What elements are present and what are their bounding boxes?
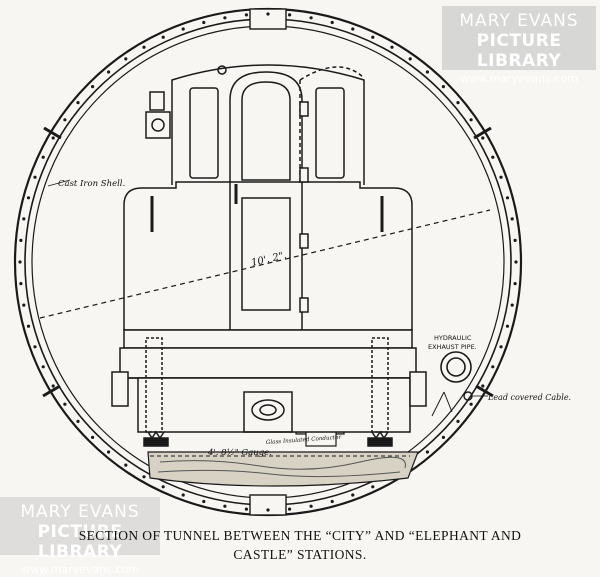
- rivet: [181, 27, 185, 31]
- rivet: [481, 136, 485, 140]
- rivet: [351, 27, 355, 31]
- rivet: [505, 324, 510, 328]
- label-gauge: 4'. 8½" Gauge.: [207, 447, 272, 458]
- rivet: [244, 507, 248, 511]
- rivet: [288, 13, 292, 17]
- rivet: [33, 175, 37, 179]
- rivet: [425, 70, 429, 74]
- watermark-line2: PICTURE LIBRARY: [476, 31, 562, 71]
- watermark-url: www.maryevans.com: [21, 563, 139, 576]
- rivet: [510, 303, 514, 307]
- rivet: [371, 35, 375, 39]
- rivet: [41, 365, 45, 369]
- rivet: [408, 57, 412, 61]
- rivet: [309, 16, 313, 20]
- rivet: [76, 101, 80, 105]
- label-lead-cable: Lead covered Cable.: [487, 393, 571, 402]
- rivet: [51, 136, 55, 140]
- caption-line2: CASTLE” STATIONS.: [233, 547, 367, 562]
- rivet: [124, 57, 128, 61]
- locomotive: [111, 64, 427, 447]
- rivet: [22, 217, 26, 221]
- rivet: [390, 45, 394, 49]
- rivet: [202, 499, 206, 504]
- label-exhaust-2: EXHAUST PIPE.: [428, 343, 477, 351]
- rivet: [371, 485, 375, 489]
- rivet: [513, 282, 517, 286]
- rivet: [223, 504, 227, 508]
- rivet: [266, 12, 270, 16]
- watermark-line1: MARY EVANS: [459, 11, 579, 31]
- rivet: [91, 85, 95, 89]
- rivet: [161, 485, 165, 489]
- rivet: [499, 175, 503, 179]
- rivet: [288, 507, 292, 511]
- rivet: [499, 345, 503, 349]
- rivet: [441, 85, 445, 89]
- rivet: [26, 324, 31, 328]
- rivet: [244, 13, 248, 17]
- rivet: [161, 35, 165, 39]
- rivet: [330, 499, 334, 504]
- rivet: [22, 303, 26, 307]
- label-exhaust-1: HYDRAULIC: [434, 334, 472, 342]
- rivet: [63, 402, 67, 406]
- watermark-top: MARY EVANS PICTURE LIBRARY www.maryevans…: [442, 6, 596, 85]
- rivet: [330, 20, 334, 25]
- cast-iron-shell: [13, 7, 523, 517]
- rivet: [456, 419, 460, 423]
- rivet: [107, 450, 111, 454]
- rivet: [266, 508, 270, 512]
- label-cast-iron-shell: Cast Iron Shell.: [58, 179, 125, 189]
- rivet: [469, 402, 473, 406]
- lead-covered-cable: [431, 391, 488, 417]
- rivet: [142, 45, 146, 49]
- rivet: [33, 345, 37, 349]
- shell-leader: [47, 179, 71, 187]
- rivet: [202, 20, 206, 25]
- rivet: [19, 282, 23, 286]
- rivet: [425, 450, 429, 454]
- rivet: [309, 504, 313, 508]
- rivet: [51, 384, 55, 388]
- rivet: [124, 463, 128, 467]
- rivet: [505, 196, 510, 200]
- rivet: [491, 155, 495, 159]
- label-conductor: Glass Insulated Conductor: [266, 435, 342, 446]
- watermark-line2: PICTURE LIBRARY: [37, 522, 123, 562]
- rivet: [469, 118, 473, 122]
- rivet: [491, 365, 495, 369]
- rivet: [223, 16, 227, 20]
- rivet: [513, 238, 517, 242]
- exhaust-pipe: [440, 351, 472, 383]
- watermark-line1: MARY EVANS: [20, 502, 140, 522]
- rivet: [91, 435, 95, 439]
- caption-line1: SECTION OF TUNNEL BETWEEN THE “CITY” AND…: [78, 528, 522, 543]
- rivet: [107, 70, 111, 74]
- rivet: [481, 384, 485, 388]
- shell-rivets: [18, 12, 518, 512]
- rivet: [18, 260, 22, 264]
- rivet: [351, 493, 355, 497]
- rivet: [441, 435, 445, 439]
- watermark-url: www.maryevans.com: [460, 72, 578, 85]
- rivet: [514, 260, 518, 264]
- rivet: [142, 475, 146, 479]
- rivet: [456, 101, 460, 105]
- rivet: [19, 238, 23, 242]
- rivet: [26, 196, 31, 200]
- rivet: [181, 493, 185, 497]
- diagram-caption: SECTION OF TUNNEL BETWEEN THE “CITY” AND…: [0, 526, 600, 564]
- rivet: [510, 217, 514, 221]
- rivet: [41, 155, 45, 159]
- rivet: [76, 419, 80, 423]
- rivet: [63, 118, 67, 122]
- track-bed: [147, 451, 419, 487]
